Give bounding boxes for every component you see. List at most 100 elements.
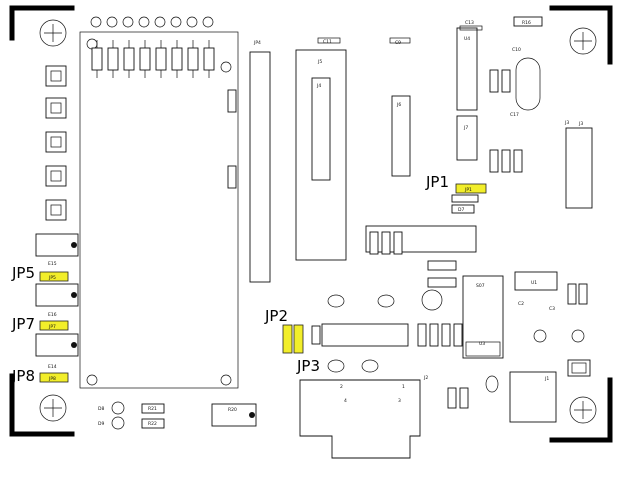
pin3-silk: 3 [398,398,401,404]
resistor-rr2 [578,283,588,305]
pin4-silk: 4 [344,398,347,404]
resistor-r15-vertical [227,165,237,189]
switch-sm1-inner [571,362,587,374]
d7-silk: D7 [458,207,464,213]
resistor-r6 [393,231,403,255]
led-d9 [111,416,125,430]
resistor-r18 [451,194,479,203]
capacitor-c15 [485,375,499,393]
pin1-silk: 1 [402,384,405,390]
c9-body [389,37,411,44]
c11-silk: C11 [323,39,332,45]
resistor-mid-3 [441,323,451,347]
power-jack-j1 [509,371,557,423]
jp7-silk: JP7 [48,324,56,330]
j7-silk: J7 [463,125,468,131]
r20-silk: R20 [228,407,237,413]
socket-j4 [311,77,331,181]
jumper-jp8 [39,372,69,383]
j3-label: J3 [564,120,569,126]
u4-silk: U4 [464,36,470,42]
d8-silk: D8 [98,406,104,412]
c10-silk: C10 [512,47,521,53]
regulator-s07 [462,275,504,359]
resistor-r11 [427,260,457,271]
corner-bracket-bottom-right [549,377,613,443]
module-r17-pin [71,342,77,348]
capacitor-sm-1 [447,387,457,409]
corner-bracket-bottom-left [9,373,75,437]
lcd-mount-hole-3 [86,374,98,386]
resistor-mid-2 [429,323,439,347]
module-r17 [35,333,79,357]
jp8-silk: JP8 [48,376,56,382]
top-pads-row [90,16,214,28]
r22-silk: R22 [148,421,157,427]
resistor-r12 [513,149,523,173]
mounting-hole-bottom-left [39,394,67,422]
module-r14-pin [71,292,77,298]
resistor-rr1 [567,283,577,305]
switch-sm1 [567,359,591,377]
lcd-mount-hole-1 [86,38,98,50]
capacitor-c4 [327,359,345,373]
resistor-r15 [489,149,499,173]
jp1-silk: JP1 [464,187,472,193]
ic-u4 [456,27,478,111]
lcd-outline [79,31,239,389]
header-jp4 [249,51,271,283]
inductor-l1 [321,323,409,347]
corner-bracket-top-left [9,5,75,41]
label-jp1: JP1 [425,173,449,191]
jumper-jp7 [39,320,69,331]
connector-j2-db9 [299,379,421,459]
capacitor-c6 [327,294,345,308]
d9-silk: D9 [98,421,104,427]
module-r14 [35,283,79,307]
jumper-jp5 [39,271,69,282]
capacitor-c21 [533,329,547,343]
c3-silk: C3 [549,306,555,312]
diode-d7 [451,204,475,214]
c11-body [317,37,341,44]
resistor-r22-bottom [141,418,165,429]
module-r20 [211,403,257,427]
j3-silk: J3 [578,121,583,127]
label-jp3: JP3 [296,357,320,375]
e15-silk: E15 [48,261,57,267]
r21-silk: R21 [148,406,157,412]
corner-bracket-top-right [549,5,613,65]
j1-silk: J1 [544,376,549,382]
u3-silk: U3 [479,341,485,347]
crystal [515,57,541,111]
label-jp2: JP2 [264,307,288,325]
label-jp5: JP5 [11,264,35,282]
j2-silk: J2 [423,375,428,381]
resistor-r21-bottom [141,403,165,414]
capacitor-round [421,289,443,311]
j4-silk: J4 [316,83,321,89]
mounting-hole-bottom-right [569,396,597,424]
ic-j7 [456,115,478,161]
ic-u1 [514,271,558,291]
c13-body [459,25,483,31]
resistor-r9 [369,231,379,255]
resistor-r16 [513,16,543,27]
module-r15 [35,233,79,257]
s07-silk: S07 [476,283,485,289]
j6-silk: J6 [396,102,401,108]
capacitor-c7 [377,294,395,308]
module-r20-pin [249,412,255,418]
top-resistor-array [91,40,215,78]
resistor-r10 [427,277,457,288]
resistor-mid-4 [453,323,463,347]
j5-silk: J5 [317,59,322,65]
resistor-mid-1 [417,323,427,347]
capacitor-sm-2 [459,387,469,409]
u1-silk: U1 [531,280,537,286]
socket-j6 [391,95,411,177]
e16-silk: E16 [48,312,57,318]
connector-j3 [565,127,593,209]
diode-d3 [571,329,585,343]
